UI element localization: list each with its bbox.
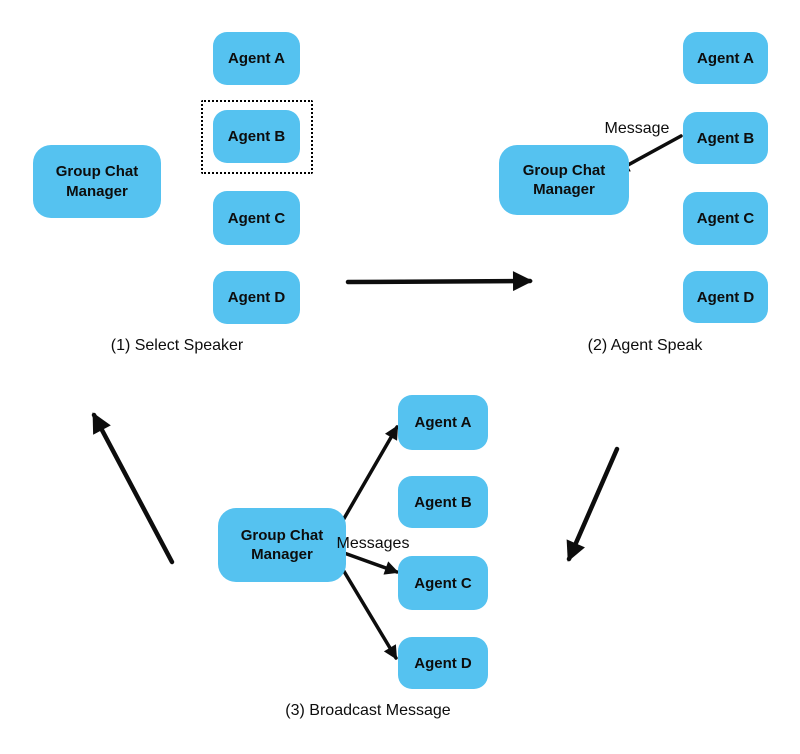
panel2-caption: (2) Agent Speak <box>587 337 703 354</box>
panel3-group-chat-manager-node: Group Chat Manager <box>218 508 346 582</box>
transition-arrow-1-to-2 <box>345 271 533 292</box>
panel3-messages-label: Messages <box>336 535 410 552</box>
panel2-agent-d-node: Agent D <box>683 271 768 323</box>
panel2-agent-b-node: Agent B <box>683 112 768 164</box>
panel3-agent-c-label: Agent C <box>414 574 472 592</box>
panel1-agent-c-label: Agent C <box>227 209 286 227</box>
panel3-agent-a-label: Agent A <box>414 414 472 431</box>
panel1-agent-a-node: Agent A <box>213 32 300 85</box>
panel1-selected-speaker-outline <box>201 100 313 174</box>
panel1-group-chat-manager-label: Group Chat Manager <box>55 163 139 200</box>
panel2-group-chat-manager-label: Group Chat Manager <box>522 161 606 199</box>
panel1-agent-d-label: Agent D <box>227 289 286 306</box>
panel2-agent-a-label: Agent A <box>697 49 754 67</box>
panel2-message-label: Message <box>604 120 670 137</box>
panel3-agent-a-node: Agent A <box>398 395 488 450</box>
panel3-agent-d-label: Agent D <box>414 654 472 672</box>
panel2-agent-a-node: Agent A <box>683 32 768 84</box>
panel3-agent-b-node: Agent B <box>398 476 488 528</box>
panel1-agent-b-node: Agent B <box>213 110 300 163</box>
panel2-agent-d-label: Agent D <box>696 288 755 306</box>
transition-arrow-2-to-3 <box>566 446 620 562</box>
panel2-group-chat-manager-node: Group Chat Manager <box>499 145 629 215</box>
panel1-caption: (1) Select Speaker <box>110 337 244 354</box>
panel2-agent-b-label: Agent B <box>696 129 755 147</box>
transition-arrow-3-to-1 <box>91 412 175 565</box>
panel1-agent-a-label: Agent A <box>228 50 285 67</box>
panel1-agent-b-label: Agent B <box>227 128 286 145</box>
panel1-agent-c-node: Agent C <box>213 191 300 245</box>
panel3-agent-b-label: Agent B <box>414 493 472 511</box>
panel1-group-chat-manager-node: Group Chat Manager <box>33 145 161 218</box>
panel3-group-chat-manager-label: Group Chat Manager <box>240 526 324 564</box>
panel3-agent-d-node: Agent D <box>398 637 488 689</box>
panel2-agent-c-node: Agent C <box>683 192 768 245</box>
panel3-agent-c-node: Agent C <box>398 556 488 610</box>
panel2-agent-c-label: Agent C <box>696 210 755 227</box>
panel3-caption: (3) Broadcast Message <box>285 702 451 719</box>
panel1-agent-d-node: Agent D <box>213 271 300 324</box>
